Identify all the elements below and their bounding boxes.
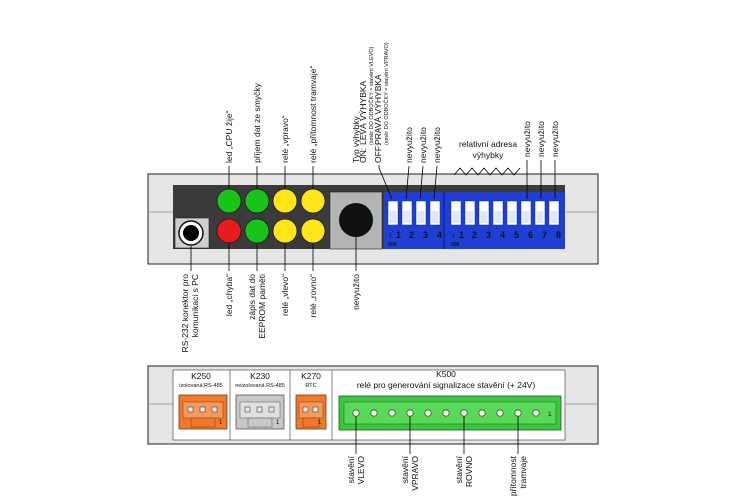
label-off: OFF: bbox=[373, 144, 383, 163]
label-zapis-1: zápis dat do bbox=[247, 274, 257, 320]
led-rele-vpravo bbox=[272, 188, 298, 214]
label-nevyuzito-4: nevyužito bbox=[432, 127, 442, 163]
led-rele-pritomnost bbox=[300, 188, 326, 214]
dip-right-num-1: 1 bbox=[459, 230, 464, 240]
led-rele-rovno bbox=[300, 218, 326, 244]
label-staveni-vlevo-1: stavění bbox=[346, 455, 356, 483]
led-chyba bbox=[216, 218, 242, 244]
leader-lines-bottom bbox=[190, 237, 357, 271]
label-staveni-rovno-2: ROVNO bbox=[464, 456, 474, 488]
label-typ-vyhybky: Typ výhybky bbox=[351, 115, 361, 163]
label-on-sub: (směr DO ODBOČKY = stavění VLEVO) bbox=[368, 46, 375, 145]
label-led-cpu: led „CPU žije“ bbox=[224, 110, 234, 163]
label-staveni-rovno-1: stavění bbox=[454, 455, 464, 483]
leader-lines-k500 bbox=[355, 416, 519, 454]
label-vyhybky: výhybky bbox=[473, 150, 504, 160]
label-on-text: LEVÁ VÝHYBKA bbox=[358, 80, 368, 145]
label-prijem: příjem dat ze smyčky bbox=[252, 82, 262, 163]
dip-switch-panel: ↓ 1 2 3 4 ON ↓ 1 2 3 4 5 6 7 8 ON bbox=[384, 192, 565, 249]
k250-desc: izolovaná RS-485 bbox=[179, 383, 222, 389]
dip-left-num-1: 1 bbox=[396, 230, 401, 240]
rs232-connector bbox=[174, 217, 210, 249]
unused-button bbox=[329, 191, 383, 250]
dip-left-on: ON bbox=[388, 242, 396, 248]
k230-name: K230 bbox=[250, 371, 270, 381]
k270-desc: RTC bbox=[305, 383, 316, 389]
dip-right-num-4: 4 bbox=[500, 230, 505, 240]
label-nevyuzito-2: nevyužito bbox=[404, 127, 414, 163]
connector-k250: K250 izolovaná RS-485 1 bbox=[178, 371, 228, 430]
k230-desc: neizolovaná RS-485 bbox=[235, 383, 285, 389]
label-zapis-2: EEPROM paměti bbox=[257, 274, 267, 339]
led-zapis bbox=[244, 218, 270, 244]
dip-left-arrow: ↓ bbox=[388, 229, 393, 239]
labels-k500: stavění VLEVO stavění VPRAVO stavění ROV… bbox=[346, 455, 528, 496]
connector-k230: K230 neizolovaná RS-485 1 bbox=[235, 371, 285, 430]
led-rele-vlevo bbox=[272, 218, 298, 244]
labels-below: RS-232 konektor pro komunikaci s PC led … bbox=[180, 274, 361, 353]
led-cpu bbox=[216, 188, 242, 214]
label-off-sub: (směr DO ODBOČKY = stavění VPRAVO) bbox=[383, 42, 390, 145]
dip-right-on: ON bbox=[451, 242, 459, 248]
k500-desc: relé pro generování signalizace stavění … bbox=[357, 380, 536, 390]
dip-left-num-2: 2 bbox=[409, 230, 414, 240]
label-staveni-vlevo-2: VLEVO bbox=[356, 456, 366, 485]
k250-pin: 1 bbox=[219, 420, 223, 426]
k270-pin: 1 bbox=[318, 420, 322, 426]
label-rs232-2: komunikaci s PC bbox=[190, 274, 200, 337]
dip-right-num-8: 8 bbox=[556, 230, 561, 240]
dip-right-num-6: 6 bbox=[528, 230, 533, 240]
dip-right-num-5: 5 bbox=[514, 230, 519, 240]
label-rele-vlevo: relé „vlevo“ bbox=[280, 274, 290, 316]
label-rele-rovno: relé „rovno“ bbox=[308, 274, 318, 318]
led-grid bbox=[216, 188, 326, 244]
k500-name: K500 bbox=[436, 369, 456, 379]
label-off-text: PRAVÁ VÝHYBKA bbox=[373, 74, 383, 145]
label-relativni: relativní adresa bbox=[459, 139, 517, 149]
dip-left-num-3: 3 bbox=[423, 230, 428, 240]
label-staveni-vpravo-1: stavění bbox=[400, 455, 410, 483]
led-prijem bbox=[244, 188, 270, 214]
leader-lines-top bbox=[228, 160, 556, 200]
label-rele-vpravo: relé „vpravo“ bbox=[280, 115, 290, 163]
zigzag-bracket bbox=[453, 167, 521, 176]
label-nevyuzito-r8: nevyužito bbox=[550, 121, 560, 157]
dip-right-num-3: 3 bbox=[486, 230, 491, 240]
dip-right-num-7: 7 bbox=[542, 230, 547, 240]
label-nevyuzito-3: nevyužito bbox=[418, 127, 428, 163]
dip-left-switches bbox=[387, 200, 441, 226]
label-pritomnost-2: tramvaje bbox=[518, 456, 528, 489]
k230-pin: 1 bbox=[276, 420, 280, 426]
connector-k500: K500 relé pro generování signalizace sta… bbox=[338, 369, 562, 431]
label-nevyuzito-r7: nevyužito bbox=[536, 121, 546, 157]
k250-name: K250 bbox=[191, 371, 211, 381]
dip-left-num-4: 4 bbox=[437, 230, 442, 240]
label-staveni-vpravo-2: VPRAVO bbox=[410, 456, 420, 491]
label-on: ON: bbox=[358, 148, 368, 163]
k500-pin: 1 bbox=[548, 411, 552, 418]
dip-right-switches bbox=[450, 200, 560, 226]
label-nevyuzito-btn: nevyužito bbox=[351, 274, 361, 310]
label-led-chyba: led „chyba“ bbox=[224, 274, 234, 316]
label-rele-pritomnost: relé „přítomnost tramvaje“ bbox=[308, 66, 318, 163]
label-pritomnost-1: přítomnost bbox=[508, 455, 518, 496]
connector-k270: K270 RTC 1 bbox=[295, 371, 327, 430]
label-nevyuzito-r6: nevyužito bbox=[522, 121, 532, 157]
label-rs232-1: RS-232 konektor pro bbox=[180, 274, 190, 353]
k270-name: K270 bbox=[301, 371, 321, 381]
labels-above: led „CPU žije“ příjem dat ze smyčky relé… bbox=[224, 42, 560, 163]
dip-right-arrow: ↓ bbox=[451, 229, 456, 239]
dip-right-num-2: 2 bbox=[472, 230, 477, 240]
